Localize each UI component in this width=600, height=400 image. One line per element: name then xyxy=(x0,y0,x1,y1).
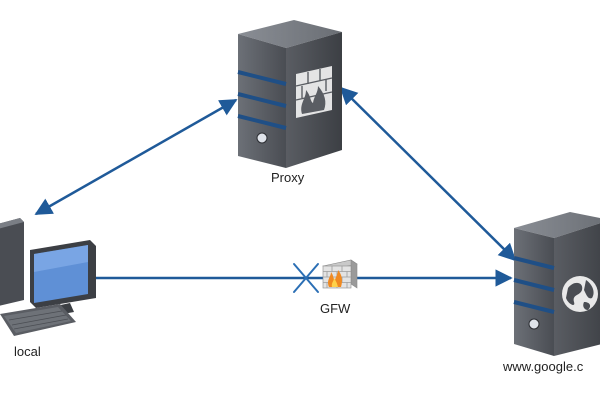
google-label: www.google.c xyxy=(503,359,584,374)
blocked-x-icon xyxy=(293,263,319,293)
proxy-label: Proxy xyxy=(271,170,305,185)
server-firewall-icon xyxy=(237,20,342,168)
server-globe-icon xyxy=(513,212,600,356)
gfw-label: GFW xyxy=(320,301,351,316)
desktop-computer-icon xyxy=(0,218,96,336)
firewall-brick-icon xyxy=(322,259,358,289)
edge-proxy-google xyxy=(339,86,517,262)
local-label: local xyxy=(14,344,41,359)
edge-local-proxy xyxy=(34,98,238,216)
